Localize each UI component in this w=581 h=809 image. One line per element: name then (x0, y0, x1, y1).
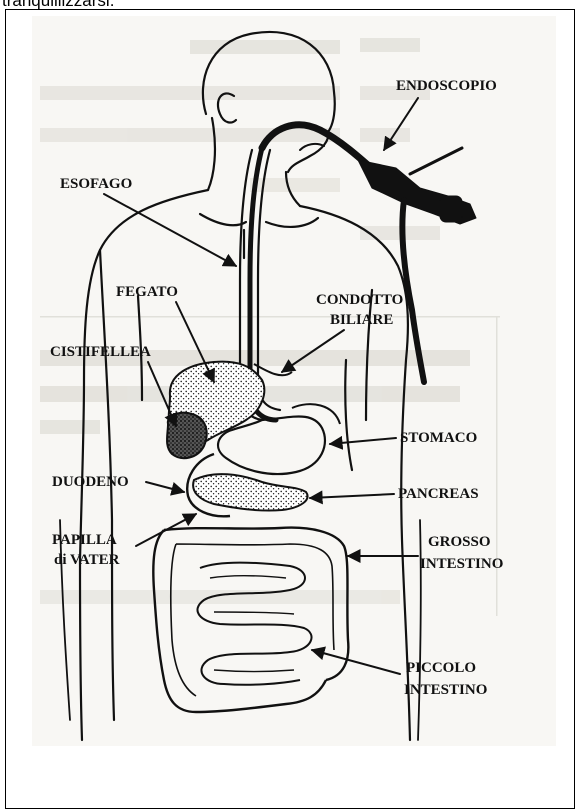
left-shoulder (80, 190, 208, 740)
label-fegato: FEGATO (116, 284, 178, 300)
right-side-line (345, 360, 352, 470)
arrow-stomaco (330, 438, 396, 444)
endoscope-tube (240, 125, 378, 420)
label-pancreas: PANCREAS (398, 486, 479, 502)
arrow-papilla (136, 514, 196, 546)
label-grosso-1: GROSSO (428, 534, 491, 550)
label-condotto-1: CONDOTTO (316, 292, 403, 308)
label-piccolo-2: INTESTINO (404, 682, 487, 698)
label-grosso-2: INTESTINO (420, 556, 503, 572)
label-papilla-1: PAPILLA (52, 532, 117, 548)
pancreas (193, 474, 307, 510)
arrow-pancreas (310, 494, 394, 498)
label-cistifellea: CISTIFELLEA (50, 344, 151, 360)
endoscope-handle (358, 148, 476, 382)
arrow-duodeno (146, 482, 184, 492)
arrow-piccolo (312, 650, 400, 674)
arrow-endoscopio (384, 98, 418, 150)
label-duodeno: DUODENO (52, 474, 129, 490)
label-endoscopio: ENDOSCOPIO (396, 78, 497, 94)
left-arm-outer (60, 520, 70, 720)
label-stomaco: STOMACO (400, 430, 477, 446)
label-piccolo-1: PICCOLO (406, 660, 476, 676)
label-condotto-2: BILIARE (330, 312, 393, 328)
arrow-esofago (104, 194, 236, 266)
collarbone-left (200, 214, 246, 225)
label-esofago: ESOFAGO (60, 176, 132, 192)
small-intestine (197, 563, 311, 685)
label-papilla-2: di VATER (54, 552, 120, 568)
collarbone-right (266, 218, 318, 227)
right-arm-outer (418, 520, 421, 740)
right-shoulder (300, 206, 410, 740)
large-intestine-inner (171, 544, 334, 696)
